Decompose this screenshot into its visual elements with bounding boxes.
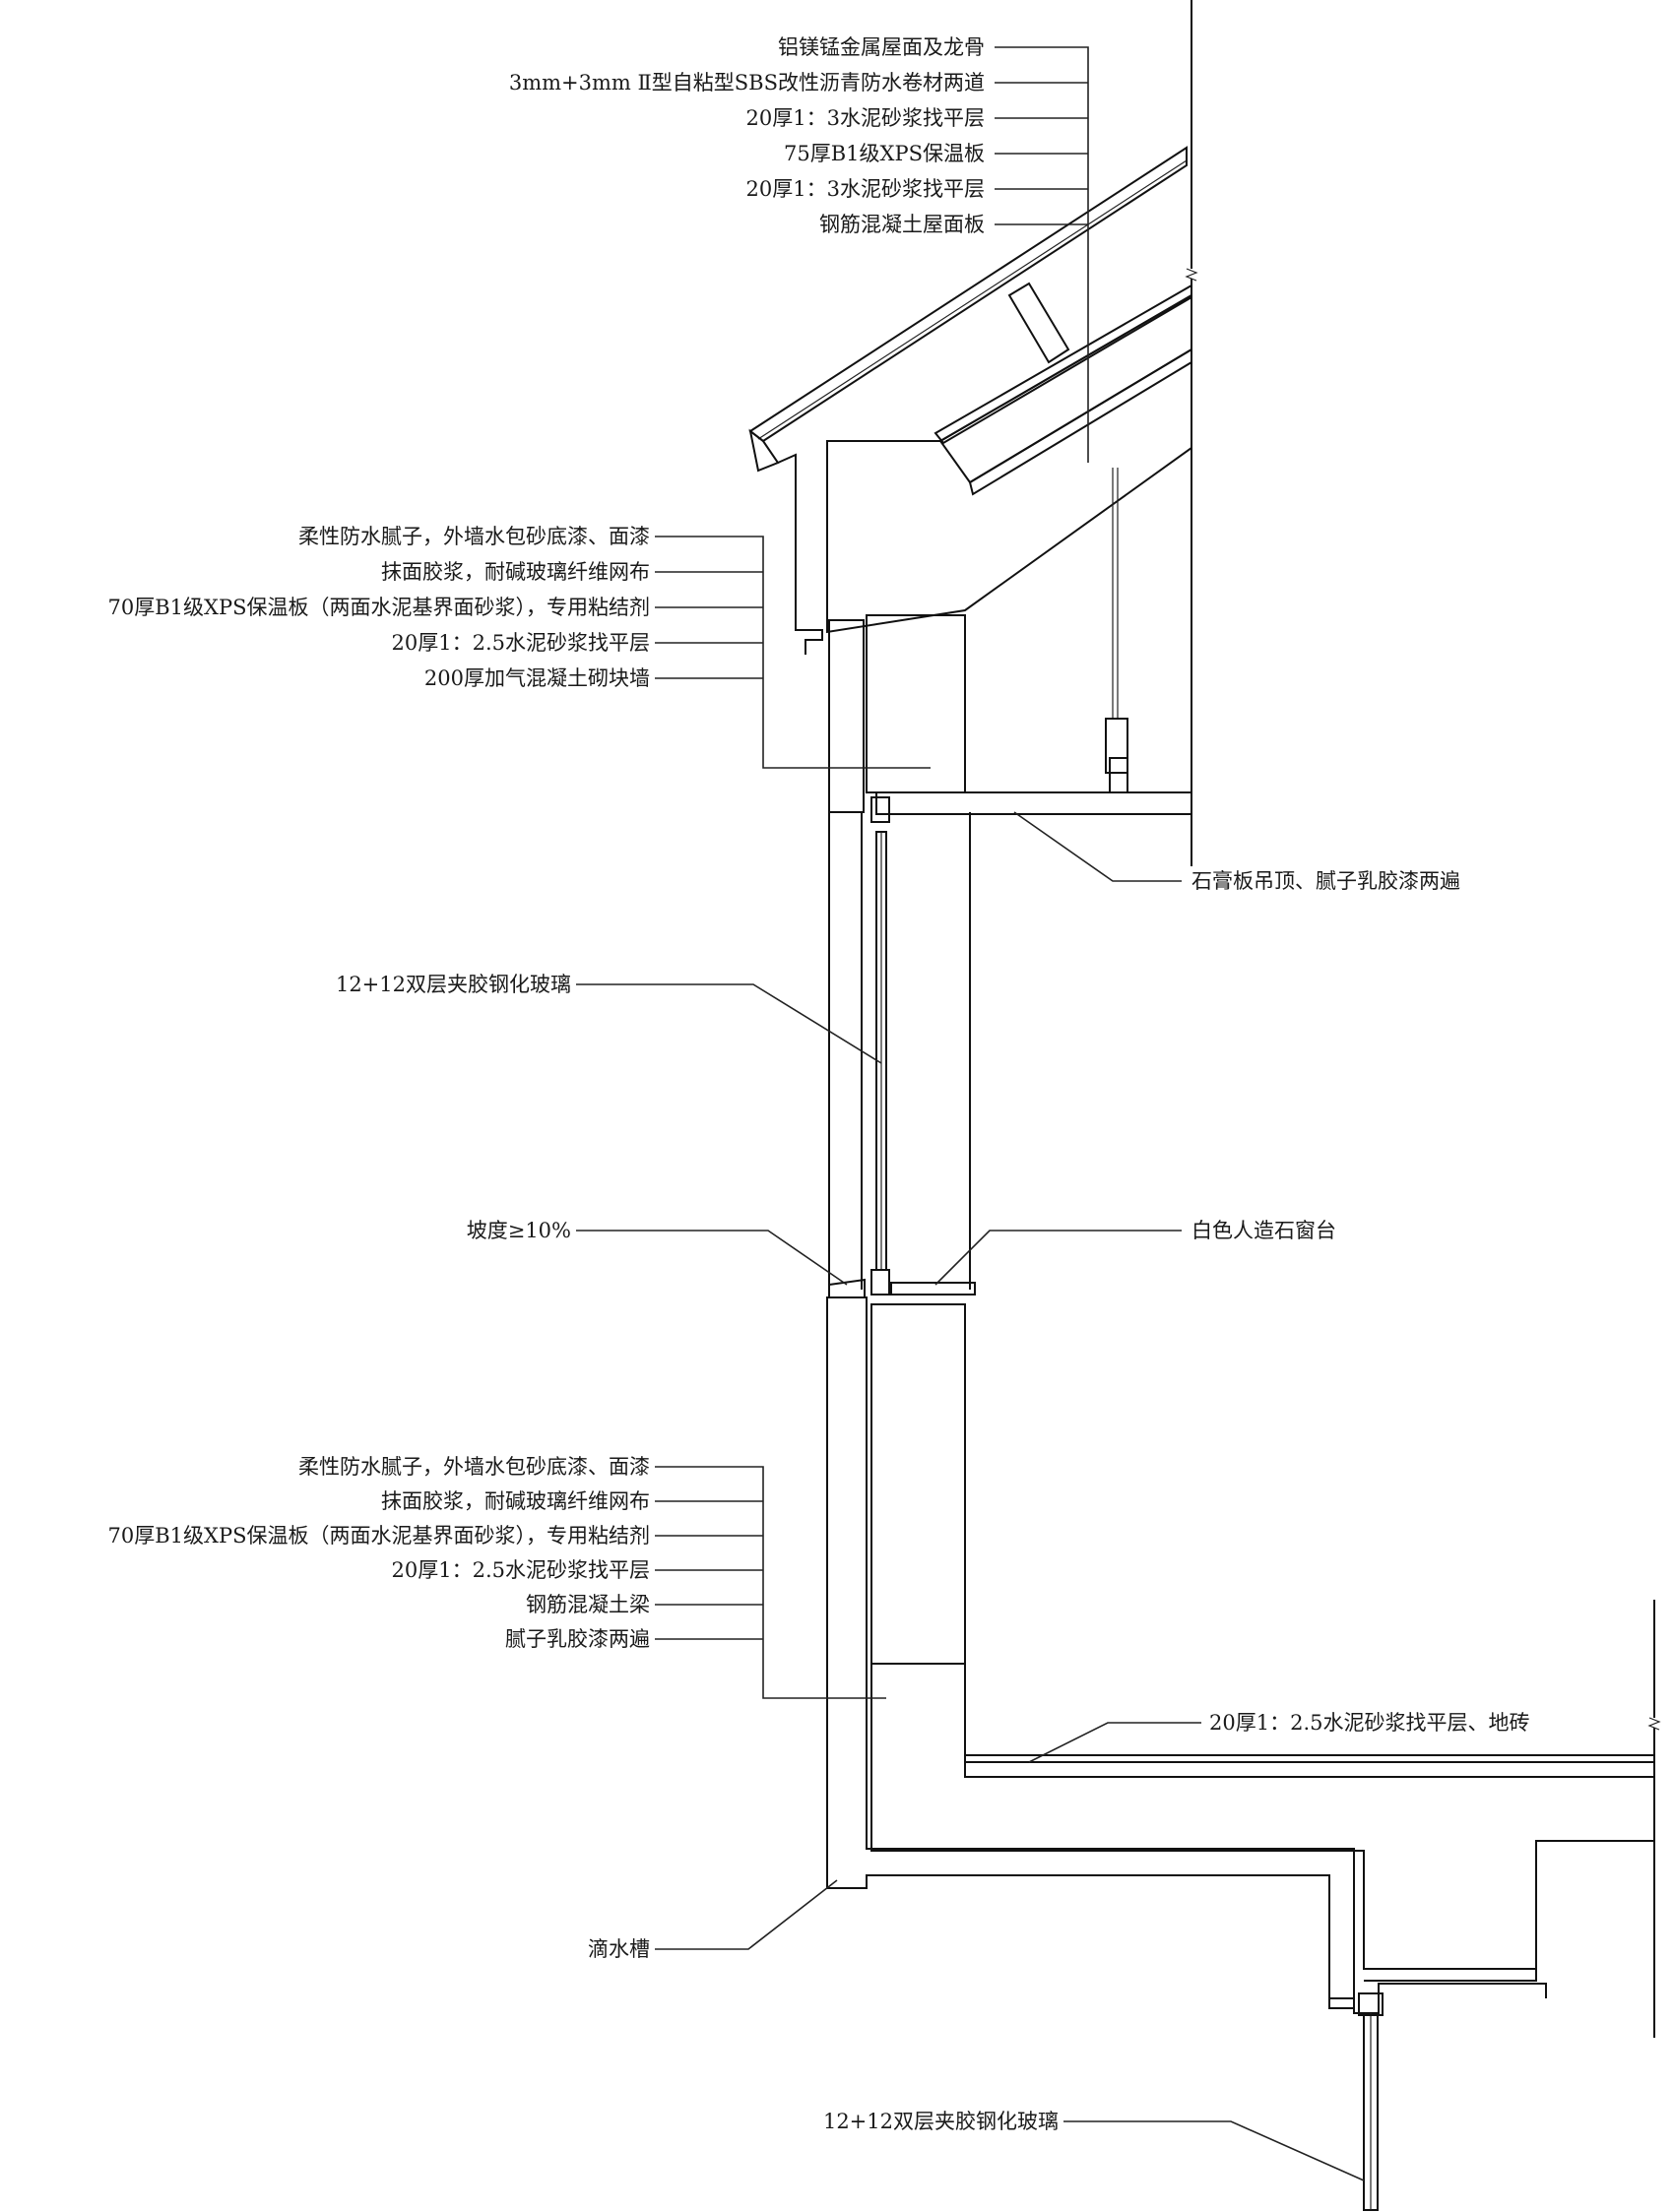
label-upper-glass: 12+12双层夹胶钢化玻璃 — [336, 973, 571, 996]
label-roof-slab: 钢筋混凝土屋面板 — [819, 213, 985, 236]
label-lower-mesh: 抹面胶浆，耐碱玻璃纤维网布 — [381, 1489, 650, 1513]
label-putty-paint: 腻子乳胶漆两遍 — [505, 1627, 650, 1651]
label-aac-wall: 200厚加气混凝土砌块墙 — [424, 666, 650, 690]
lower-wall-assembly — [826, 1296, 1661, 2038]
floor-screed-and-tile — [964, 1761, 1655, 1778]
label-roof-screed-2: 20厚1：3水泥砂浆找平层 — [746, 177, 985, 201]
ceiling-keel — [1109, 757, 1128, 793]
roof-fascia — [777, 453, 823, 655]
lower-glass-clamp — [1358, 1992, 1384, 2016]
label-lower-screed: 20厚1：2.5水泥砂浆找平层 — [392, 1558, 650, 1582]
lower-aac-block-wall — [870, 1303, 966, 1665]
label-metal-roof: 铝镁锰金属屋面及龙骨 — [778, 35, 985, 59]
lower-window-frame — [870, 1269, 890, 1296]
label-waterproof-membrane: 3mm+3mm Ⅱ型自粘型SBS改性沥青防水卷材两道 — [509, 71, 985, 95]
ceiling-hanger-clip — [1105, 718, 1128, 774]
label-upper-finish: 柔性防水腻子，外墙水包砂底漆、面漆 — [298, 525, 650, 548]
upper-window-frame — [870, 796, 890, 823]
label-stone-sill: 白色人造石窗台 — [1191, 1219, 1336, 1242]
roof-xps-insulation — [938, 293, 1192, 484]
artificial-stone-sill — [890, 1282, 976, 1296]
label-ceiling: 石膏板吊顶、腻子乳胶漆两遍 — [1191, 869, 1460, 893]
concrete-beam-and-slab — [870, 1663, 1655, 1970]
lower-wall-insulation — [826, 1296, 1355, 2009]
upper-wall-labels: 柔性防水腻子，外墙水包砂底漆、面漆 抹面胶浆，耐碱玻璃纤维网布 70厚B1级XP… — [108, 525, 650, 690]
label-upper-screed: 20厚1：2.5水泥砂浆找平层 — [392, 631, 650, 655]
upper-aac-block-wall — [866, 614, 966, 793]
upper-wall-insulation — [828, 619, 865, 813]
roof-purlin — [1007, 282, 1070, 364]
label-upper-mesh: 抹面胶浆，耐碱玻璃纤维网布 — [381, 560, 650, 584]
lower-glass-assembly — [1358, 1992, 1384, 2211]
beam-soffit-finish — [1364, 1969, 1537, 1982]
exterior-sloped-sill — [828, 1278, 866, 1298]
label-lower-xps: 70厚B1级XPS保温板（两面水泥基界面砂浆），专用粘结剂 — [108, 1524, 650, 1548]
label-lower-glass: 12+12双层夹胶钢化玻璃 — [823, 2110, 1059, 2133]
label-upper-xps: 70厚B1级XPS保温板（两面水泥基界面砂浆），专用粘结剂 — [108, 596, 650, 619]
label-lower-finish: 柔性防水腻子，外墙水包砂底漆、面漆 — [298, 1455, 650, 1479]
label-roof-insulation: 75厚B1级XPS保温板 — [784, 142, 985, 165]
roof-screed-top — [934, 284, 1192, 445]
label-floor: 20厚1：2.5水泥砂浆找平层、地砖 — [1209, 1711, 1529, 1735]
drip-groove — [1329, 1983, 1547, 2014]
label-concrete-beam: 钢筋混凝土梁 — [526, 1593, 650, 1616]
leader-lines — [576, 46, 1365, 2181]
label-drip-groove: 滴水槽 — [588, 1937, 650, 1961]
window-assembly — [828, 796, 976, 1298]
label-slope: 坡度≥10% — [467, 1219, 571, 1242]
lower-wall-labels: 柔性防水腻子，外墙水包砂底漆、面漆 抹面胶浆，耐碱玻璃纤维网布 70厚B1级XP… — [108, 1455, 650, 1651]
upper-wall-assembly — [828, 0, 1198, 866]
roof-edge-gutter — [748, 428, 780, 473]
gypsum-ceiling-board — [875, 791, 1192, 815]
roof-labels: 铝镁锰金属屋面及龙骨 3mm+3mm Ⅱ型自粘型SBS改性沥青防水卷材两道 20… — [509, 35, 985, 236]
label-roof-screed-1: 20厚1：3水泥砂浆找平层 — [746, 106, 985, 130]
